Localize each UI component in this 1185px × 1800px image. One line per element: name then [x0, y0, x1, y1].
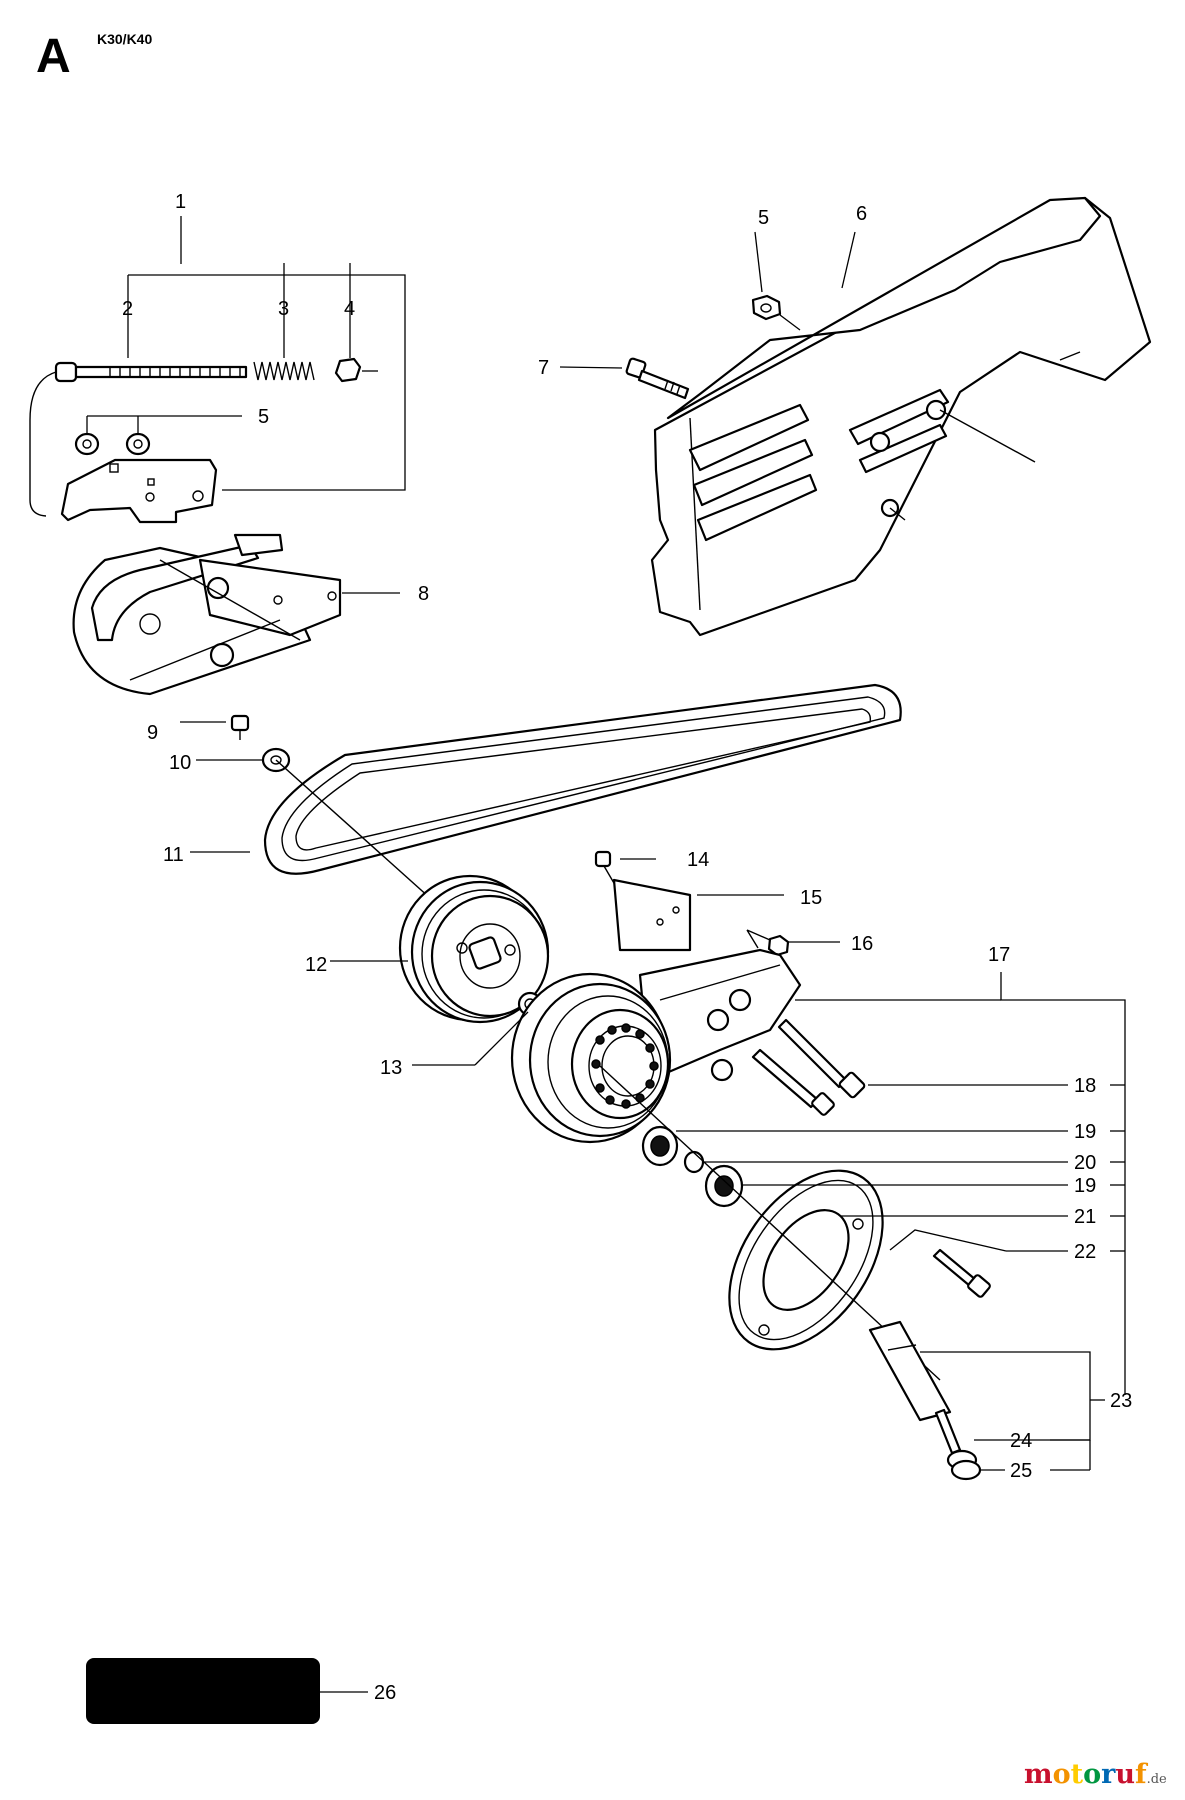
callout-15: 15 [800, 887, 822, 909]
callout-23: 23 [1110, 1390, 1132, 1412]
callout-10: 10 [169, 752, 191, 774]
callout-16: 16 [851, 933, 873, 955]
callout-11: 11 [163, 844, 184, 866]
callout-22: 22 [1074, 1241, 1096, 1263]
wm-letter-2: t [1071, 1759, 1084, 1790]
callout-9: 9 [147, 722, 158, 744]
wm-letter-6: f [1135, 1759, 1149, 1790]
callout-14: 14 [687, 849, 709, 871]
pulley-assembly-illustration [230, 714, 550, 1024]
wm-letter-1: o [1053, 1759, 1071, 1790]
model-label: K30/K40 [97, 31, 152, 47]
callout-17: 17 [988, 944, 1010, 966]
tensioner-kit-illustration [29, 263, 406, 524]
callout-2: 2 [122, 298, 133, 320]
bearing-housing-illustration [510, 948, 991, 1481]
callout-13: 13 [380, 1057, 402, 1079]
callout-5a: 5 [258, 406, 269, 428]
callout-19a: 19 [1074, 1121, 1096, 1143]
wm-letter-0: m [1024, 1759, 1053, 1790]
callout-21: 21 [1074, 1206, 1096, 1228]
belt-guard-illustration [72, 533, 400, 696]
tensioner-parts-illustration [594, 850, 790, 957]
callout-8: 8 [418, 583, 429, 605]
drive-belt-illustration [263, 683, 902, 875]
callout-5b: 5 [758, 207, 769, 229]
watermark-logo: motoruf.de [1024, 1759, 1167, 1790]
callout-12: 12 [305, 954, 327, 976]
callout-7: 7 [538, 357, 549, 379]
wm-letter-3: o [1083, 1759, 1101, 1790]
callout-1: 1 [175, 191, 186, 213]
belt-guard-housing-illustration [625, 196, 1152, 637]
section-letter: A [36, 30, 71, 83]
callout-26: 26 [374, 1682, 396, 1704]
kit-bar [86, 1658, 320, 1724]
callout-18: 18 [1074, 1075, 1096, 1097]
callout-20: 20 [1074, 1152, 1096, 1174]
callout-19b: 19 [1074, 1175, 1096, 1197]
wm-letter-4: r [1101, 1759, 1116, 1790]
wm-letter-5: u [1115, 1759, 1135, 1790]
leader-lines [180, 216, 1126, 1693]
callout-4: 4 [344, 298, 355, 320]
callout-25: 25 [1010, 1460, 1032, 1482]
callout-24: 24 [1010, 1430, 1032, 1452]
callout-3: 3 [278, 298, 289, 320]
wm-tld: .de [1147, 1772, 1167, 1787]
callout-6: 6 [856, 203, 867, 225]
svg-text:motoruf.de: motoruf.de [1024, 1759, 1167, 1790]
callout-labels: 1 2 3 4 5 5 6 7 8 9 10 11 12 13 14 15 16… [122, 191, 1132, 1704]
